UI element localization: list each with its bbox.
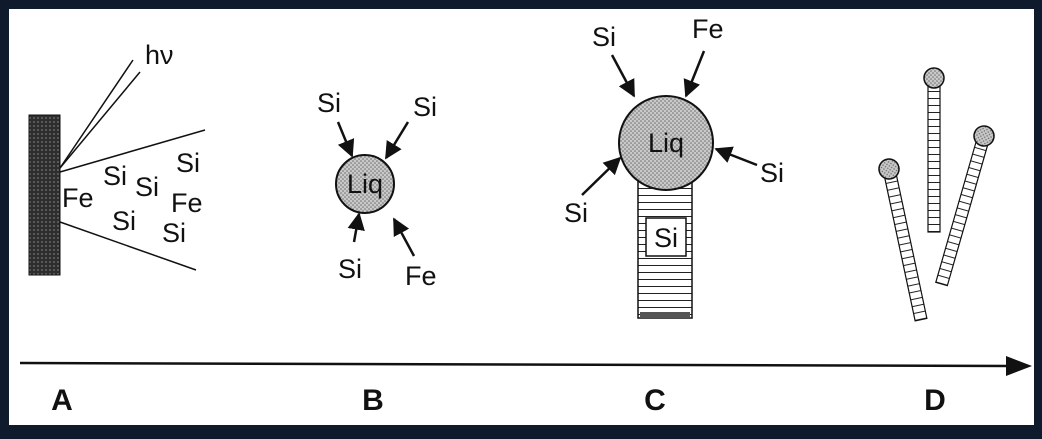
stage-label-b: B: [362, 384, 384, 417]
species-label: Si: [592, 22, 616, 52]
wire-label: Si: [654, 223, 678, 253]
species-label: Si: [760, 158, 784, 188]
stage-b-droplet: Liq Si Si Si Fe: [317, 88, 437, 291]
flux-arrow: [336, 121, 355, 158]
liquid-droplet: [618, 95, 714, 191]
species-label: Si: [413, 92, 437, 122]
species-label: Fe: [171, 188, 203, 218]
nanowire: [923, 67, 945, 233]
axis-arrowhead: [1006, 356, 1032, 376]
stage-c-growth: Si Liq Si Fe Si Si: [564, 14, 784, 319]
plume-lower-edge: [59, 221, 197, 271]
process-axis: A B C D: [19, 356, 1032, 417]
target-block: [28, 114, 61, 276]
stage-label-c: C: [644, 384, 666, 417]
flux-arrow: [347, 212, 365, 243]
figure-panel: [9, 9, 1034, 425]
stage-d-nanowires: [878, 67, 995, 322]
flux-arrow: [610, 54, 636, 98]
stage-label-a: A: [51, 384, 73, 417]
flux-arrow: [581, 156, 622, 196]
photon-label: hν: [145, 40, 174, 70]
stage-a-ablation: hν Fe Si Si Si Si Fe Si: [28, 40, 206, 276]
liquid-droplet: [335, 154, 395, 214]
stage-label-d: D: [924, 384, 946, 417]
nanowire: [878, 158, 928, 322]
species-label: Si: [317, 88, 341, 118]
flux-arrow: [392, 217, 416, 257]
flux-arrow: [384, 121, 410, 160]
axis-line: [19, 361, 1013, 368]
droplet-label: Liq: [347, 169, 383, 199]
wire-label-box: [645, 217, 687, 257]
flux-arrow: [683, 50, 706, 98]
species-label: Si: [162, 218, 186, 248]
species-label: Si: [135, 172, 159, 202]
species-label: Si: [103, 161, 127, 191]
species-label: Fe: [62, 183, 94, 213]
species-label: Si: [338, 254, 362, 284]
species-label: Fe: [405, 261, 437, 291]
laser-beam-line: [59, 59, 134, 169]
species-label: Si: [176, 148, 200, 178]
droplet-label: Liq: [648, 128, 684, 158]
nanowire: [935, 125, 995, 287]
laser-beam-line: [59, 71, 141, 169]
species-label: Si: [564, 198, 588, 228]
species-label: Fe: [692, 14, 724, 44]
flux-arrow: [714, 146, 758, 167]
species-label: Si: [112, 206, 136, 236]
nanowire-base: [640, 312, 690, 318]
plume-upper-edge: [59, 129, 206, 173]
